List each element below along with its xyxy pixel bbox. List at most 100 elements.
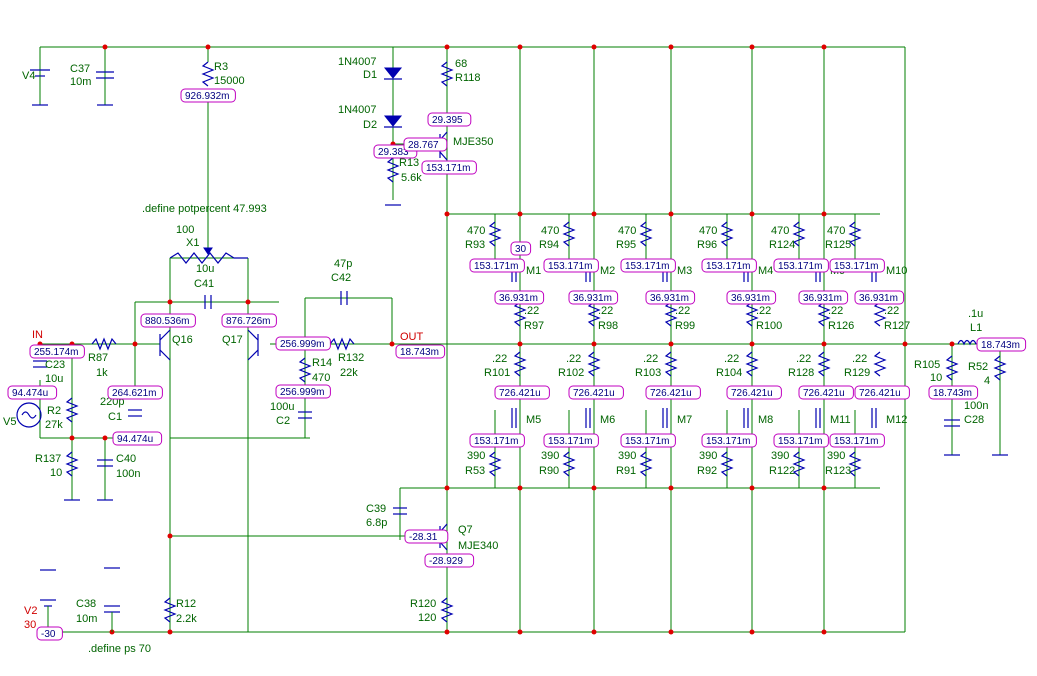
probe-value: 153.171m [548, 261, 592, 272]
gate-r-ref: R125 [825, 239, 851, 251]
mosfet-ref: M11 [830, 414, 851, 426]
resistor-r94 [562, 221, 576, 247]
probe-value: 153.171m [706, 261, 750, 272]
c38-ref: C38 [76, 598, 96, 610]
probe-value: 726.421u [573, 388, 615, 399]
probe-m1_d: 30 [515, 244, 527, 255]
gate-r-ref: R95 [616, 239, 636, 251]
resistor-r120 [440, 597, 454, 623]
probe-value: 36.931m [859, 293, 898, 304]
voltage-probes: 926.932m29.38329.39528.767153.171m30880.… [7, 88, 1027, 641]
probe-value: 153.171m [625, 261, 669, 272]
c37-val: 10m [70, 76, 91, 88]
probe-q7_e: -28.929 [429, 556, 463, 567]
gate-r-ref: R94 [539, 239, 559, 251]
r14-val: 470 [312, 372, 330, 384]
src-rb-ref: R129 [844, 367, 870, 379]
resistor-r105 [945, 355, 959, 381]
resistor-r129 [873, 351, 887, 377]
src-rb-val: .22 [492, 353, 507, 365]
probe-value: 36.931m [573, 293, 612, 304]
src-rb-ref: R102 [558, 367, 584, 379]
gate-r-ref: R96 [697, 239, 717, 251]
resistor-r123 [848, 451, 862, 477]
gate-r-val: 470 [467, 225, 485, 237]
resistor-r102 [587, 351, 601, 377]
mosfet-ref: M8 [758, 414, 773, 426]
probe-mje350_e: 29.395 [432, 115, 463, 126]
src-r-val: .22 [524, 305, 539, 317]
probe-q7_b: -28.31 [409, 532, 438, 543]
resistor-r124 [792, 221, 806, 247]
q16-ref: Q16 [172, 334, 193, 346]
r118-ref: R118 [455, 72, 480, 84]
r2-val: 27k [45, 419, 63, 431]
probe-r3_top: 926.932m [185, 91, 229, 102]
resistor-r92 [720, 451, 734, 477]
gate-rb-ref: R91 [616, 465, 636, 477]
src-rb-ref: R128 [788, 367, 814, 379]
src-r-val: .22 [884, 305, 899, 317]
v2-val: 30 [24, 619, 36, 631]
resistor-r90 [562, 451, 576, 477]
r132-val: 22k [340, 367, 358, 379]
c42-val: 47p [334, 258, 352, 270]
src-rb-ref: R103 [635, 367, 661, 379]
probe-mje350_b: 28.767 [408, 140, 439, 151]
r12-ref: R12 [176, 598, 196, 610]
probe-c1: 264.621m [112, 388, 156, 399]
transistor-q16 [159, 329, 171, 361]
r14-ref: R14 [312, 357, 332, 369]
diode-d2 [383, 115, 403, 128]
src-r-val: .22 [828, 305, 843, 317]
probe-out: 18.743m [400, 347, 439, 358]
r137-ref: R137 [35, 453, 61, 465]
gate-r-ref: R93 [465, 239, 485, 251]
probe-value: 726.421u [650, 388, 692, 399]
probe-value: 153.171m [548, 436, 592, 447]
mosfet-ref: M4 [758, 265, 773, 277]
resistor-r99 [664, 301, 678, 327]
voltage-source-v5 [16, 402, 42, 428]
probe-n256a: 256.999m [280, 339, 324, 350]
r120-val: 120 [418, 612, 436, 624]
q7-ref: Q7 [458, 524, 473, 536]
resistor-r101 [513, 351, 527, 377]
probe-r105: 18.743m [933, 388, 972, 399]
c40-ref: C40 [116, 453, 136, 465]
r12-val: 2.2k [176, 613, 197, 625]
probe-value: 726.421u [859, 388, 901, 399]
d2-val: 1N4007 [338, 104, 377, 116]
src-rb-val: .22 [852, 353, 867, 365]
gate-rb-val: 390 [699, 450, 717, 462]
diode-d1 [383, 67, 403, 80]
c41-val: 10u [196, 263, 214, 275]
c37-ref: C37 [70, 63, 90, 75]
resistor-r127 [873, 301, 887, 327]
gate-rb-ref: R53 [465, 465, 485, 477]
ps-directive: .define ps 70 [88, 643, 151, 655]
r105-ref: R105 [914, 359, 940, 371]
resistor-r122 [792, 451, 806, 477]
gate-rb-val: 390 [827, 450, 845, 462]
gate-r-ref: R124 [769, 239, 795, 251]
mje350-val: MJE350 [453, 136, 493, 148]
output-stage-3: 470R95M3.22R99.22R103M7390R91153.171m36.… [616, 214, 701, 488]
probe-mje350_c: 153.171m [426, 163, 470, 174]
probe-q17_b: 876.726m [226, 316, 270, 327]
src-r-val: .22 [598, 305, 613, 317]
src-r-ref: R98 [598, 320, 618, 332]
r105-val: 10 [930, 372, 942, 384]
probe-q16_b: 880.536m [145, 316, 189, 327]
c23-val: 10u [45, 373, 63, 385]
r87-ref: R87 [88, 352, 108, 364]
probe-value: 36.931m [731, 293, 770, 304]
gate-r-val: 470 [827, 225, 845, 237]
resistor-r126 [817, 301, 831, 327]
v4-ref: V4 [22, 70, 35, 82]
q17-ref: Q17 [222, 334, 243, 346]
battery-v4 [30, 69, 50, 106]
src-r-ref: R127 [884, 320, 910, 332]
gate-r-val: 470 [771, 225, 789, 237]
